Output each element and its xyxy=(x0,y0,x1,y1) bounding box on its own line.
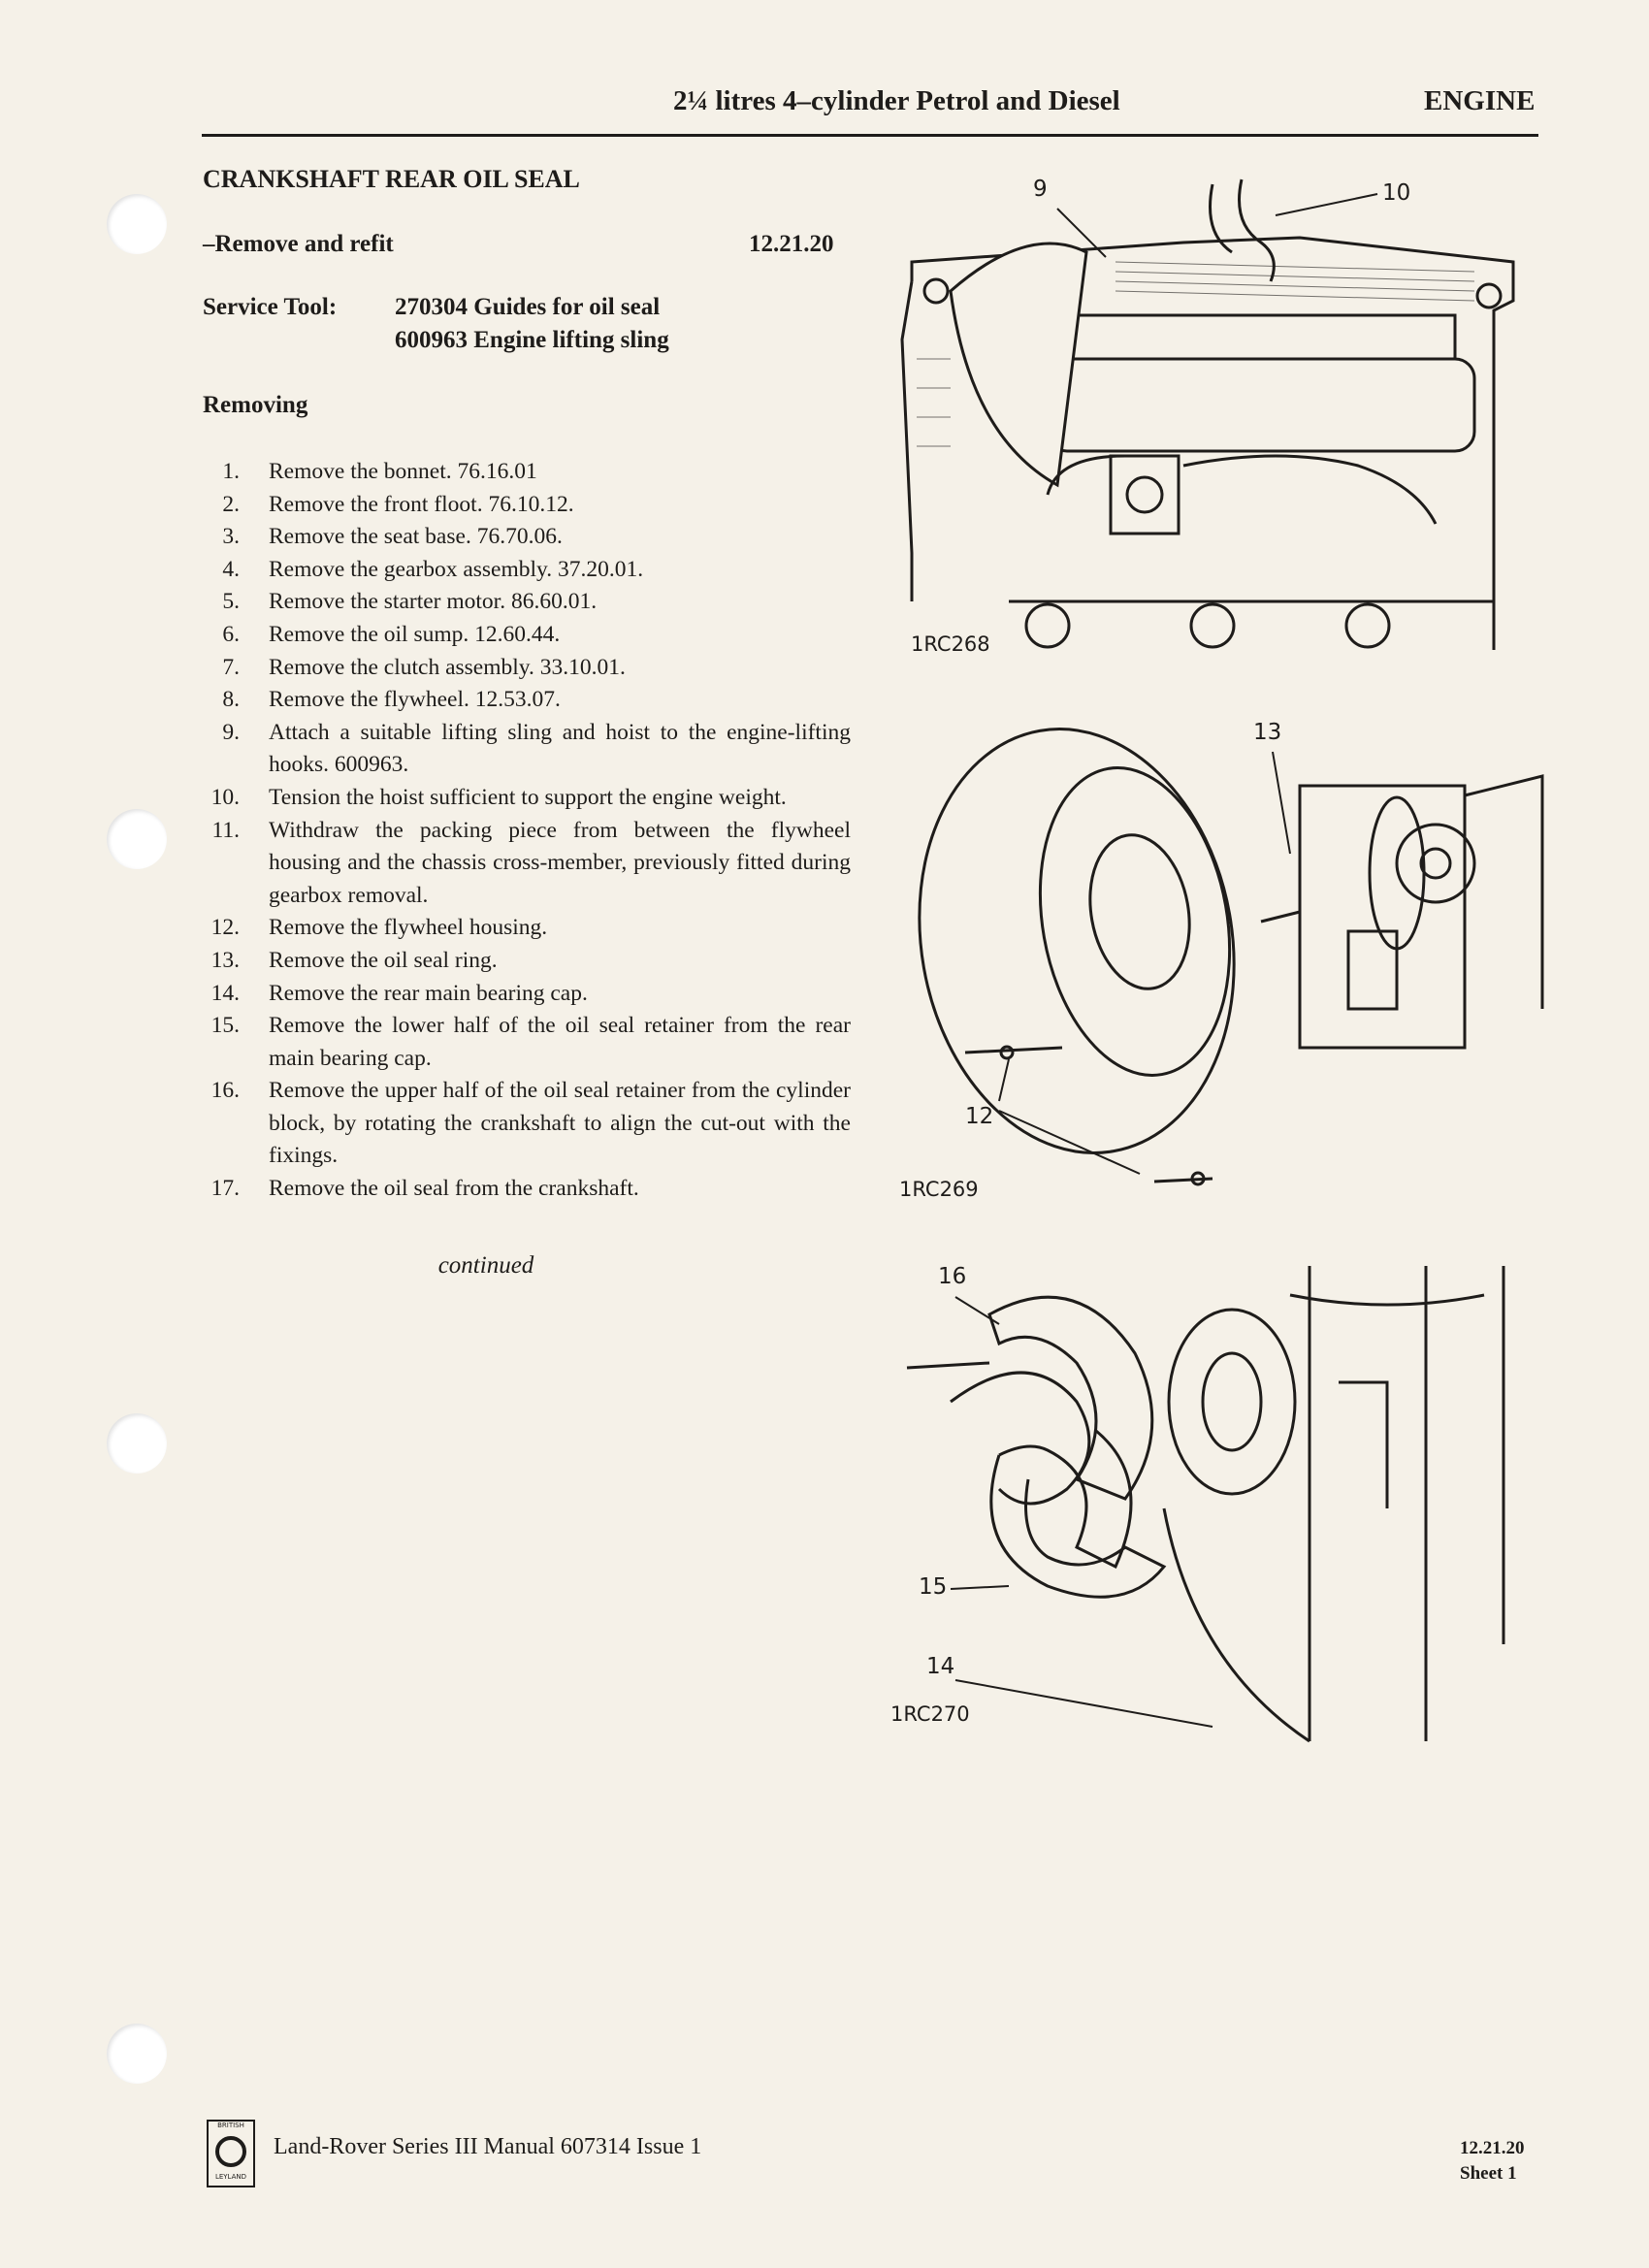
step-number: 1. xyxy=(222,459,240,484)
step-text: Remove the clutch assembly. 33.10.01. xyxy=(269,654,626,680)
step-number: 7. xyxy=(222,654,240,680)
step-text: Remove the oil seal ring. xyxy=(269,947,498,973)
footer-manual: Land-Rover Series III Manual 607314 Issu… xyxy=(274,2134,702,2159)
page-title: CRANKSHAFT REAR OIL SEAL xyxy=(203,165,580,193)
step-text: Remove the seat base. 76.70.06. xyxy=(269,524,563,550)
step-number: 14. xyxy=(210,980,240,1006)
step-text: Remove the flywheel housing. xyxy=(269,915,548,941)
step-item: 11. Withdraw the packing piece from betwe… xyxy=(199,815,851,913)
step-number: 16. xyxy=(210,1078,240,1104)
callout-14: 14 xyxy=(926,1654,955,1679)
oil-seal-retainer-illustration xyxy=(906,1266,1505,1743)
step-text: Remove the gearbox assembly. 37.20.01. xyxy=(269,556,644,582)
logo-text-bottom: LEYLAND xyxy=(214,2173,247,2181)
step-item: 16. Remove the upper half of the oil seal… xyxy=(199,1075,851,1173)
header-rule xyxy=(202,134,1538,137)
step-number: 9. xyxy=(222,719,240,745)
step-text: Withdraw the packing piece from between … xyxy=(269,817,851,908)
step-number: 15. xyxy=(210,1013,240,1039)
step-text: Remove the bonnet. 76.16.01 xyxy=(269,459,537,484)
step-text: Remove the flywheel. 12.53.07. xyxy=(269,687,561,713)
header-subtitle: 2¼ litres 4–cylinder Petrol and Diesel xyxy=(673,85,1120,116)
punch-hole xyxy=(107,1413,167,1474)
step-item: 14. Remove the rear main bearing cap. xyxy=(199,978,851,1011)
step-item: 3. Remove the seat base. 76.70.06. xyxy=(199,521,851,554)
step-number: 13. xyxy=(210,947,240,973)
step-item: 10. Tension the hoist sufficient to suppo… xyxy=(199,782,851,815)
punch-hole xyxy=(107,809,167,869)
step-item: 8. Remove the flywheel. 12.53.07. xyxy=(199,684,851,717)
engine-top-illustration xyxy=(900,178,1515,650)
step-text: Remove the starter motor. 86.60.01. xyxy=(269,589,598,615)
step-text: Attach a suitable lifting sling and hois… xyxy=(269,719,851,778)
step-text: Remove the front floot. 76.10.12. xyxy=(269,491,574,517)
footer-sheet: Sheet 1 xyxy=(1460,2163,1517,2184)
step-item: 7. Remove the clutch assembly. 33.10.01. xyxy=(199,652,851,685)
service-tool-item: 600963 Engine lifting sling xyxy=(395,327,669,353)
step-item: 15. Remove the lower half of the oil seal… xyxy=(199,1010,851,1075)
figure-id: 1RC269 xyxy=(899,1178,979,1201)
service-tool-item: 270304 Guides for oil seal xyxy=(395,294,661,320)
step-number: 17. xyxy=(210,1176,240,1202)
step-text: Tension the hoist sufficient to support … xyxy=(269,784,787,810)
step-text: Remove the rear main bearing cap. xyxy=(269,980,588,1006)
operation-label: –Remove and refit xyxy=(203,231,394,257)
step-text: Remove the oil seal from the crankshaft. xyxy=(269,1176,639,1202)
service-tool-label: Service Tool: xyxy=(203,294,338,320)
figure-flywheel-housing: 13 12 1RC269 xyxy=(892,718,1552,1213)
continued-note: continued xyxy=(437,1251,534,1279)
callout-16: 16 xyxy=(938,1264,967,1289)
footer-code: 12.21.20 xyxy=(1460,2138,1525,2158)
callout-15: 15 xyxy=(919,1574,948,1600)
step-number: 6. xyxy=(222,621,240,647)
figure-oil-seal-retainer: 16 15 14 1RC270 xyxy=(883,1256,1552,1751)
logo-text-top: BRITISH xyxy=(217,2122,244,2129)
step-item: 9. Attach a suitable lifting sling and ho… xyxy=(199,717,851,782)
step-number: 2. xyxy=(222,491,240,517)
step-item: 17. Remove the oil seal from the cranksha… xyxy=(199,1173,851,1206)
step-item: 2. Remove the front floot. 76.10.12. xyxy=(199,489,851,522)
removing-heading: Removing xyxy=(203,392,308,418)
step-item: 1. Remove the bonnet. 76.16.01 xyxy=(199,456,851,489)
step-text: Remove the oil sump. 12.60.44. xyxy=(269,621,561,647)
step-item: 4. Remove the gearbox assembly. 37.20.01. xyxy=(199,554,851,587)
british-leyland-logo: BRITISH LEYLAND xyxy=(207,2120,255,2187)
step-number: 12. xyxy=(210,915,240,941)
step-number: 10. xyxy=(210,784,240,810)
punch-hole xyxy=(107,194,167,254)
steps-items: 1. Remove the bonnet. 76.16.01 2. Remove th… xyxy=(199,456,851,1206)
step-number: 3. xyxy=(222,524,240,550)
header-section: ENGINE xyxy=(1424,85,1536,116)
step-text: Remove the lower half of the oil seal re… xyxy=(269,1013,851,1071)
figure-id: 1RC270 xyxy=(890,1702,970,1726)
callout-9: 9 xyxy=(1033,177,1048,202)
step-text: Remove the upper half of the oil seal re… xyxy=(269,1078,851,1169)
punch-hole xyxy=(107,2024,167,2084)
flywheel-housing-illustration xyxy=(918,728,1544,1186)
callout-10: 10 xyxy=(1382,180,1411,206)
figure-id: 1RC268 xyxy=(911,632,990,656)
step-number: 5. xyxy=(222,589,240,615)
step-item: 12. Remove the flywheel housing. xyxy=(199,912,851,945)
steps-list: 1. Remove the bonnet. 76.16.01 2. Remove th… xyxy=(199,456,851,1280)
step-item: 5. Remove the starter motor. 86.60.01. xyxy=(199,586,851,619)
logo-emblem xyxy=(215,2136,246,2167)
callout-13: 13 xyxy=(1253,720,1282,745)
figure-engine-lifting: 9 10 1RC268 xyxy=(892,165,1552,660)
step-item: 13. Remove the oil seal ring. xyxy=(199,945,851,978)
step-number: 4. xyxy=(222,556,240,582)
step-item: 6. Remove the oil sump. 12.60.44. xyxy=(199,619,851,652)
step-number: 8. xyxy=(222,687,240,713)
callout-12: 12 xyxy=(965,1104,994,1129)
step-number: 11. xyxy=(211,817,240,843)
operation-code: 12.21.20 xyxy=(749,231,834,257)
